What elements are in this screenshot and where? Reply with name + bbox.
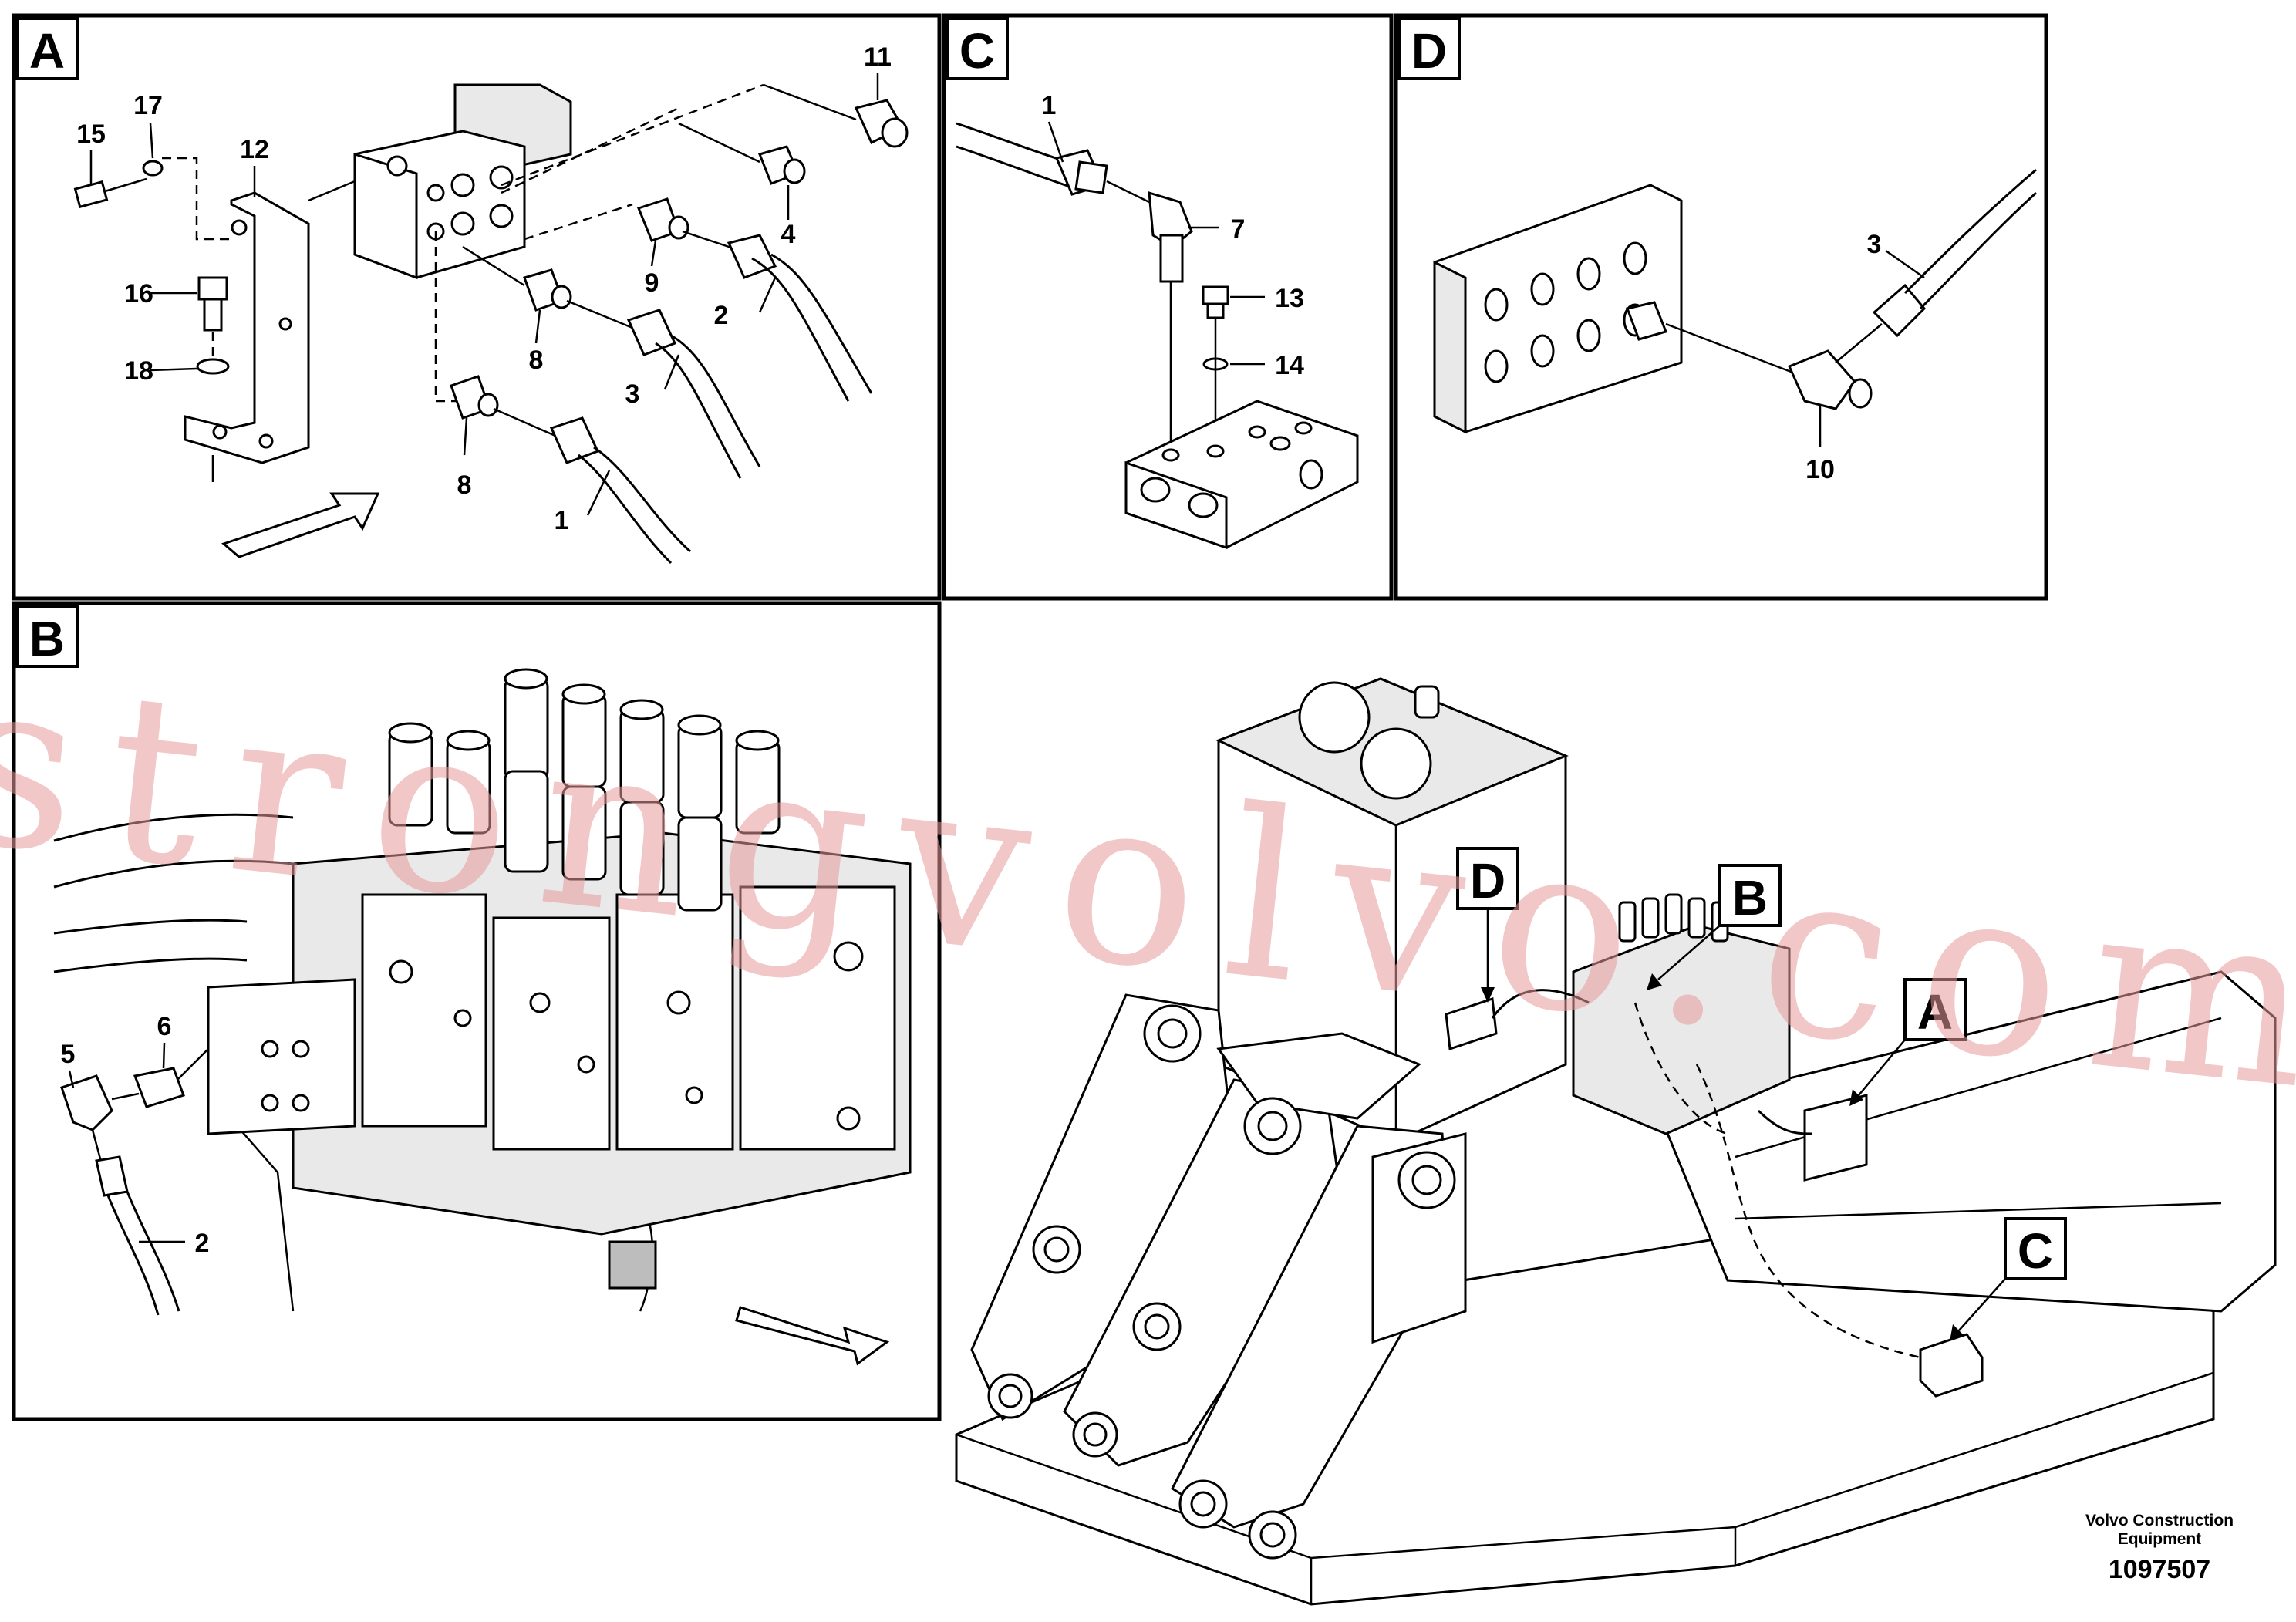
overview-tag-d-label: D xyxy=(1470,853,1505,909)
callout-c-1: 1 xyxy=(1042,91,1057,120)
panel-b-drawing: 6 5 2 xyxy=(53,668,912,1366)
fitting-8b xyxy=(450,375,600,464)
callout-a-15: 15 xyxy=(76,120,106,149)
panel-a-drawing: 15 17 12 16 18 11 4 9 2 8 3 8 1 xyxy=(73,42,909,565)
callout-a-16: 16 xyxy=(124,279,153,309)
callout-a-9: 9 xyxy=(645,268,659,298)
callout-a-17: 17 xyxy=(133,91,163,120)
overview-tag-a: A xyxy=(1849,978,1967,1106)
fitting-8a xyxy=(462,245,677,356)
panel-d-tag: D xyxy=(1397,17,1461,80)
panel-d-frame xyxy=(1394,13,2048,601)
callout-a-1: 1 xyxy=(555,506,569,535)
panel-d-drawing: 3 10 xyxy=(1433,168,2038,484)
callout-c-7: 7 xyxy=(1231,214,1246,244)
callout-c-14: 14 xyxy=(1275,351,1304,380)
callout-a-18: 18 xyxy=(124,356,153,386)
panel-a-tag-label: A xyxy=(29,23,65,79)
panel-c-tag-label: C xyxy=(959,23,995,79)
callout-a-12: 12 xyxy=(240,135,269,164)
callout-d-3: 3 xyxy=(1867,230,1882,259)
callout-a-4: 4 xyxy=(781,220,796,249)
overview-tag-b: B xyxy=(1647,864,1782,990)
callout-a-8-upper: 8 xyxy=(529,346,544,375)
callout-a-2: 2 xyxy=(714,301,729,330)
overview-tag-a-label: A xyxy=(1917,984,1953,1040)
overview-tag-c: C xyxy=(1950,1217,2067,1341)
callout-c-13: 13 xyxy=(1275,284,1304,313)
overview-tag-d: D xyxy=(1456,847,1519,1003)
overview-drawing: D B A C xyxy=(955,677,2277,1606)
panel-b-tag-label: B xyxy=(29,611,65,666)
callout-a-3: 3 xyxy=(625,379,640,409)
panel-d-tag-label: D xyxy=(1411,23,1447,79)
callout-b-5: 5 xyxy=(61,1040,76,1069)
spool-caps xyxy=(388,668,781,912)
fitting-4 xyxy=(678,122,806,185)
fitting-9 xyxy=(637,197,777,279)
callout-d-10: 10 xyxy=(1805,455,1835,484)
callout-b-2: 2 xyxy=(195,1229,210,1258)
footer-company-line2: Equipment xyxy=(2118,1530,2202,1548)
panel-c-drawing: 1 7 13 14 xyxy=(956,91,1359,550)
panel-b-tag: B xyxy=(15,605,79,668)
callout-a-11: 11 xyxy=(864,42,892,72)
overview-tag-b-label: B xyxy=(1732,870,1768,926)
panel-c-tag: C xyxy=(946,17,1009,80)
fitting-11 xyxy=(763,83,909,148)
footer-drawing-number: 1097507 xyxy=(2109,1555,2210,1584)
panel-a-frame xyxy=(12,13,942,601)
callout-b-6: 6 xyxy=(157,1012,172,1041)
panel-b-frame xyxy=(12,601,942,1421)
footer-company-line1: Volvo Construction xyxy=(2085,1512,2234,1529)
panel-c-frame xyxy=(942,13,1394,601)
overview-tag-c-label: C xyxy=(2018,1223,2053,1279)
panel-a-tag: A xyxy=(15,17,79,80)
callout-a-8-lower: 8 xyxy=(457,470,472,500)
